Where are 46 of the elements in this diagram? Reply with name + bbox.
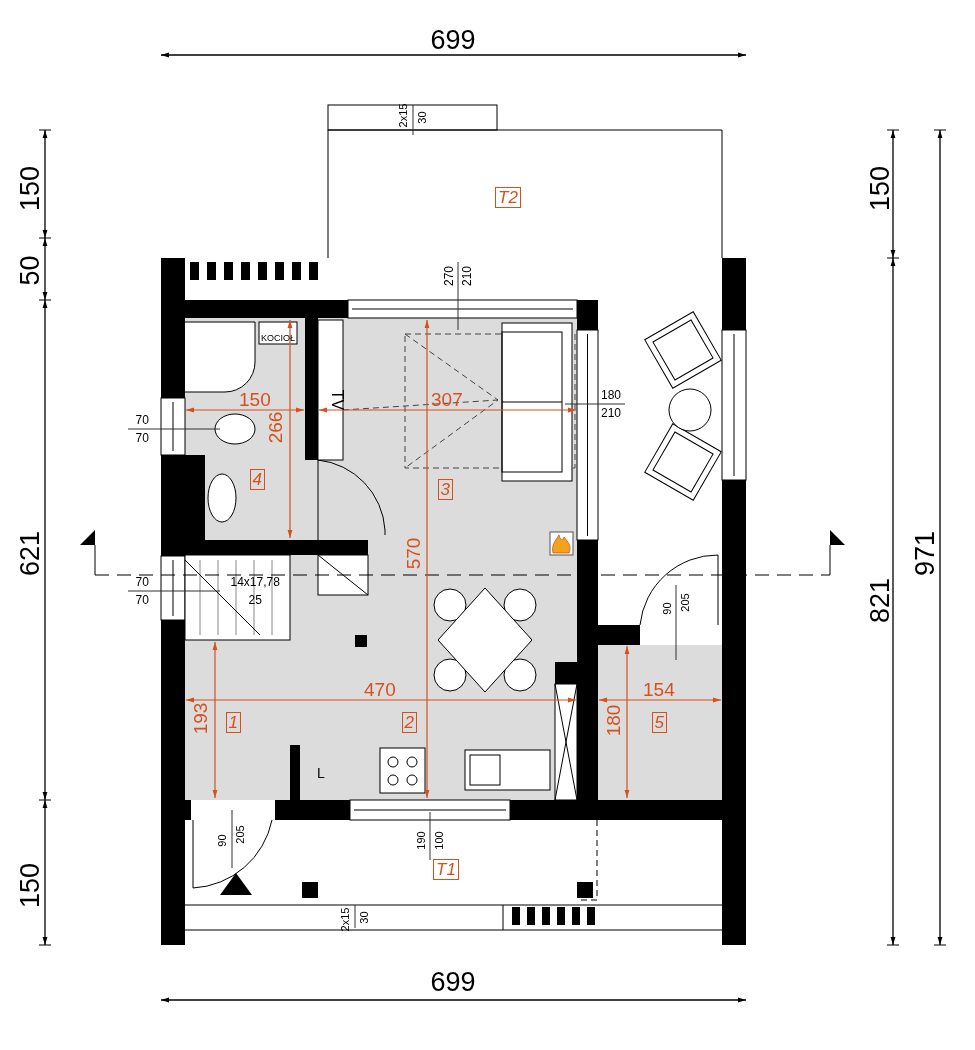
- dimension-value: 307: [431, 389, 463, 409]
- fixture-label: L: [317, 766, 325, 780]
- window-size: 70: [135, 414, 149, 426]
- room-tag: 3: [437, 478, 453, 500]
- dimension-value: 154: [643, 679, 675, 699]
- dimension-value: 50: [16, 255, 44, 285]
- window-size: 270: [443, 266, 455, 286]
- dimension-value: 621: [16, 530, 44, 576]
- window-size: 210: [601, 407, 622, 419]
- room-tag: 4: [249, 468, 265, 490]
- door-size: 90: [661, 601, 673, 615]
- dimension-value: 180: [604, 704, 624, 736]
- dimension-value: 150: [866, 165, 894, 211]
- room-tag: T1: [433, 858, 459, 880]
- window-size: 70: [135, 432, 149, 444]
- room-tag: 5: [651, 711, 667, 733]
- window-size: 70: [135, 576, 149, 588]
- fixture-label: KOCIOŁ: [261, 333, 295, 343]
- dimension-value: 470: [364, 679, 396, 699]
- dimension-value: 266: [266, 411, 286, 443]
- door-size: 205: [234, 824, 246, 844]
- fixture-label: TV: [329, 389, 346, 411]
- dimension-value: 821: [866, 577, 894, 623]
- dimension-value: 150: [16, 165, 44, 211]
- room-tag: 2: [401, 711, 417, 733]
- room-tag: T2: [495, 186, 521, 208]
- dimension-value: 570: [404, 537, 424, 569]
- stair-note: 2x15: [340, 907, 352, 931]
- stair-note: 2x15: [398, 103, 410, 127]
- window-size: 180: [601, 389, 622, 401]
- dimension-value: 150: [16, 862, 44, 908]
- stair-note: 30: [416, 110, 428, 124]
- dimension-value: 193: [191, 702, 211, 734]
- stair-note: 14x17,78: [230, 576, 280, 588]
- window-size: 190: [415, 830, 427, 850]
- dimension-value: 150: [239, 389, 271, 409]
- room-tag: 1: [225, 711, 241, 733]
- door-size: 90: [216, 833, 228, 847]
- dimension-value: 971: [911, 530, 939, 576]
- window-size: 210: [461, 266, 473, 286]
- stair-note: 25: [248, 594, 262, 606]
- stair-note: 30: [358, 910, 370, 924]
- dimension-value: 699: [430, 26, 476, 54]
- door-size: 205: [679, 592, 691, 612]
- window-size: 70: [135, 594, 149, 606]
- dimension-value: 699: [430, 968, 476, 996]
